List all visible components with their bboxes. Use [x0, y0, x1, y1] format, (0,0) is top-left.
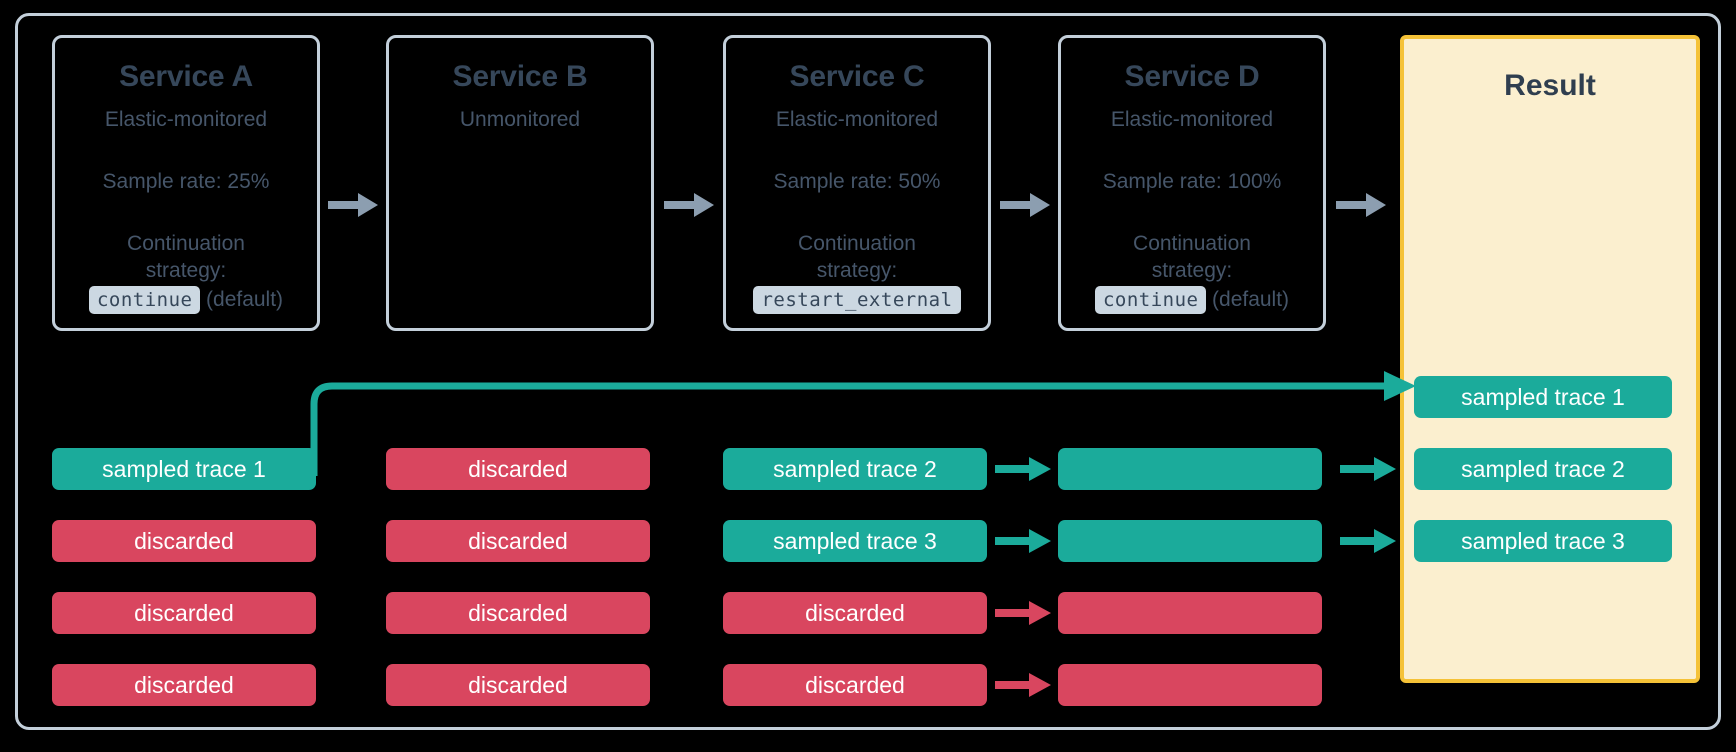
trace-bar: sampled trace 3 — [723, 520, 987, 562]
result-panel: Result — [1400, 35, 1700, 683]
service-strategy-label: Continuation strategy: — [55, 230, 317, 284]
result-trace-bar: sampled trace 3 — [1414, 520, 1672, 562]
service-strategy-default-note: (default) — [1212, 288, 1290, 311]
trace-bar: discarded — [386, 448, 650, 490]
service-sample-rate: Sample rate: 50% — [773, 170, 941, 193]
result-trace-bar: sampled trace 2 — [1414, 448, 1672, 490]
trace-bar: discarded — [386, 664, 650, 706]
service-strategy-label-line2: strategy: — [1151, 259, 1233, 282]
service-title: Service A — [119, 60, 253, 93]
service-strategy-code-chip: continue — [1094, 286, 1207, 314]
trace-flow-arrow-c-to-d-2 — [995, 528, 1053, 554]
service-title: Service B — [452, 60, 588, 93]
service-box-c: Service C Elastic-monitored Sample rate:… — [723, 35, 991, 331]
trace-flow-arrow-c-to-d-3 — [995, 600, 1053, 626]
trace-bar: discarded — [52, 592, 316, 634]
service-monitoring-status: Elastic-monitored — [775, 108, 939, 131]
service-strategy-label: Continuation strategy: — [1061, 230, 1323, 284]
trace-bar: sampled trace 1 — [52, 448, 316, 490]
trace-flow-arrow-c-to-d-1 — [995, 456, 1053, 482]
service-strategy-label-line2: strategy: — [145, 259, 227, 282]
service-flow-arrow-d-to-result — [1336, 193, 1386, 217]
service-monitoring-status: Unmonitored — [459, 108, 581, 131]
service-flow-arrow-c-to-d — [1000, 193, 1050, 217]
service-title: Service D — [1124, 60, 1260, 93]
service-strategy-label: Continuation strategy: — [726, 230, 988, 284]
service-strategy-value-row: continue (default) — [1061, 286, 1323, 314]
trace-bar — [1058, 664, 1322, 706]
trace-flow-arrow-d-to-result-2 — [1340, 528, 1398, 554]
service-box-d: Service D Elastic-monitored Sample rate:… — [1058, 35, 1326, 331]
service-strategy-label-line1: Continuation — [1133, 232, 1251, 255]
service-strategy-value-row: restart_external — [726, 286, 988, 314]
trace-bar — [1058, 520, 1322, 562]
service-strategy-label-line1: Continuation — [127, 232, 245, 255]
diagram-outer-frame — [15, 13, 1721, 730]
trace-bar: discarded — [52, 664, 316, 706]
service-strategy-default-note: (default) — [206, 288, 284, 311]
service-strategy-code-chip: continue — [88, 286, 201, 314]
trace-bar — [1058, 448, 1322, 490]
service-monitoring-status: Elastic-monitored — [1110, 108, 1274, 131]
service-box-b: Service B Unmonitored — [386, 35, 654, 331]
trace-bar: discarded — [386, 592, 650, 634]
service-title: Service C — [789, 60, 925, 93]
service-strategy-code-chip: restart_external — [753, 286, 961, 314]
trace-bar: discarded — [723, 664, 987, 706]
service-flow-arrow-a-to-b — [328, 193, 378, 217]
service-sample-rate: Sample rate: 100% — [1102, 170, 1282, 193]
trace-bar: discarded — [386, 520, 650, 562]
trace-bar — [1058, 592, 1322, 634]
trace-bar: discarded — [52, 520, 316, 562]
trace-bar: sampled trace 2 — [723, 448, 987, 490]
service-sample-rate: Sample rate: 25% — [102, 170, 270, 193]
result-title: Result — [1504, 69, 1596, 102]
service-strategy-label-line2: strategy: — [816, 259, 898, 282]
service-monitoring-status: Elastic-monitored — [104, 108, 268, 131]
service-strategy-label-line1: Continuation — [798, 232, 916, 255]
trace-bar: discarded — [723, 592, 987, 634]
trace-flow-arrow-d-to-result-1 — [1340, 456, 1398, 482]
result-trace-bar: sampled trace 1 — [1414, 376, 1672, 418]
service-box-a: Service A Elastic-monitored Sample rate:… — [52, 35, 320, 331]
service-flow-arrow-b-to-c — [664, 193, 714, 217]
service-strategy-value-row: continue (default) — [55, 286, 317, 314]
trace-flow-arrow-c-to-d-4 — [995, 672, 1053, 698]
